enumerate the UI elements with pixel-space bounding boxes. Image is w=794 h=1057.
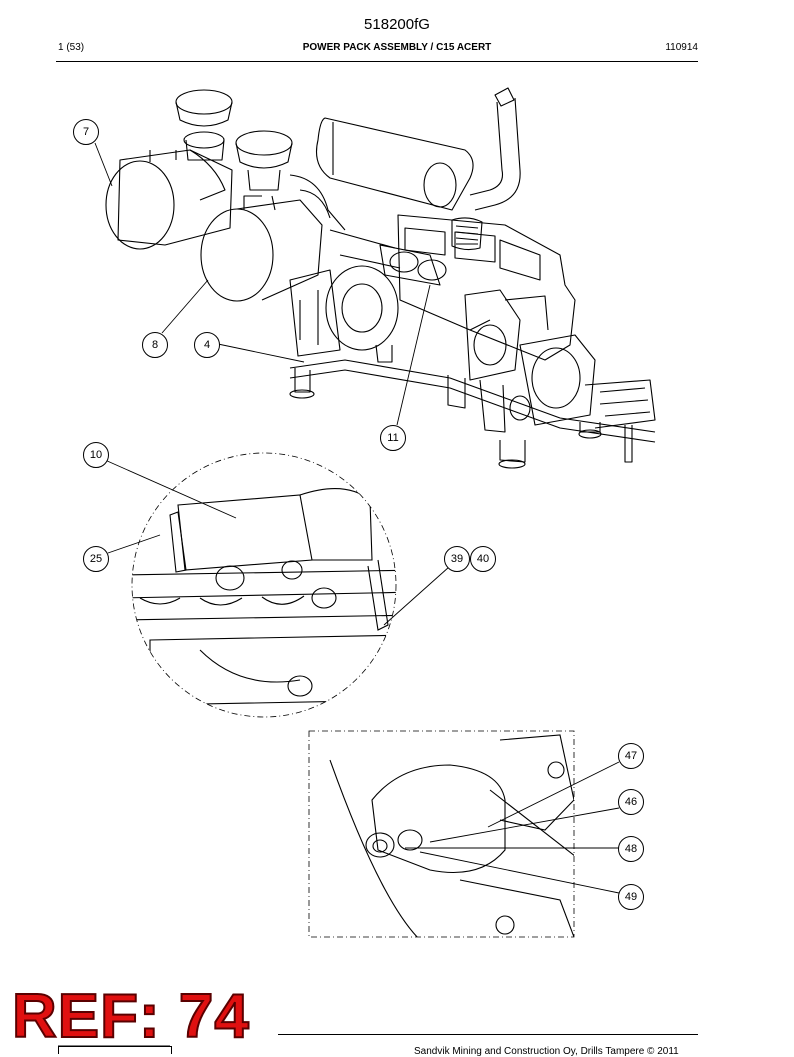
callout-7: 7	[73, 119, 99, 145]
callout-25: 25	[83, 546, 109, 572]
footer-rule	[278, 1034, 698, 1035]
callout-8: 8	[142, 332, 168, 358]
callout-40: 40	[470, 546, 496, 572]
callout-48: 48	[618, 836, 644, 862]
document-code: 110914	[665, 42, 698, 53]
header-rule	[56, 61, 698, 62]
callout-49: 49	[618, 884, 644, 910]
callout-4: 4	[194, 332, 220, 358]
detail-box-drawing	[308, 730, 575, 938]
page-indicator: 1 (53)	[58, 42, 85, 53]
detail-circle-drawing	[131, 452, 397, 718]
footer-copyright: Sandvik Mining and Construction Oy, Dril…	[414, 1046, 679, 1057]
callout-11: 11	[380, 425, 406, 451]
section-title: POWER PACK ASSEMBLY / C15 ACERT	[302, 42, 492, 53]
callout-46: 46	[618, 789, 644, 815]
callout-10: 10	[83, 442, 109, 468]
footer-logo	[58, 1046, 172, 1054]
ref-stamp: REF: 74	[11, 982, 250, 1051]
callout-47: 47	[618, 743, 644, 769]
callout-39: 39	[444, 546, 470, 572]
document-title: 518200fG	[364, 16, 430, 33]
